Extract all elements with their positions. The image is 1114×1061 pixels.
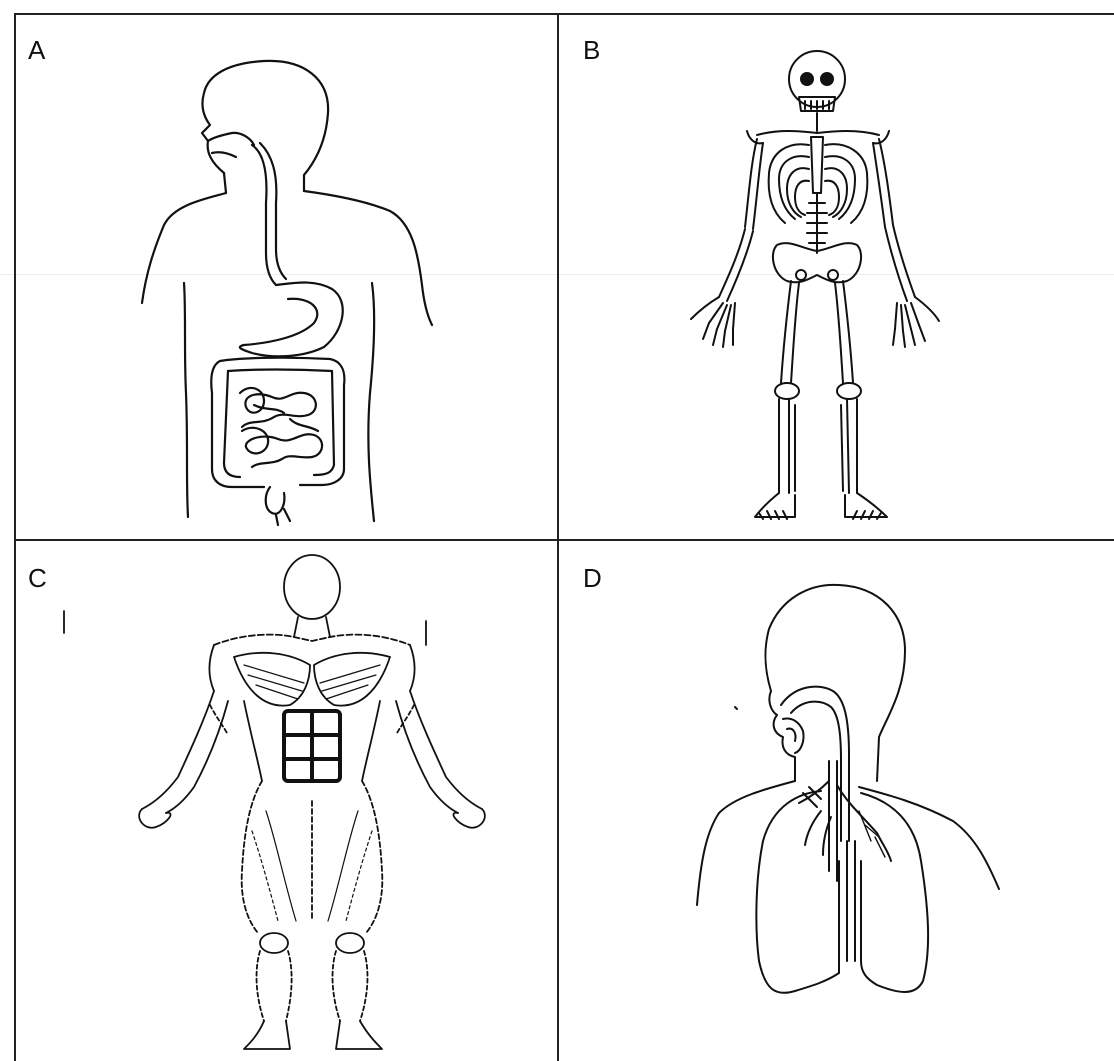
panel-a: A bbox=[14, 13, 557, 539]
respiratory-system-illustration bbox=[559, 541, 1114, 1061]
digestive-system-illustration bbox=[14, 13, 557, 539]
muscular-system-illustration bbox=[14, 541, 557, 1061]
panel-d: D bbox=[559, 541, 1114, 1061]
panel-c: C bbox=[14, 541, 557, 1061]
panel-b: B bbox=[559, 13, 1114, 539]
skeletal-system-illustration bbox=[559, 13, 1114, 539]
